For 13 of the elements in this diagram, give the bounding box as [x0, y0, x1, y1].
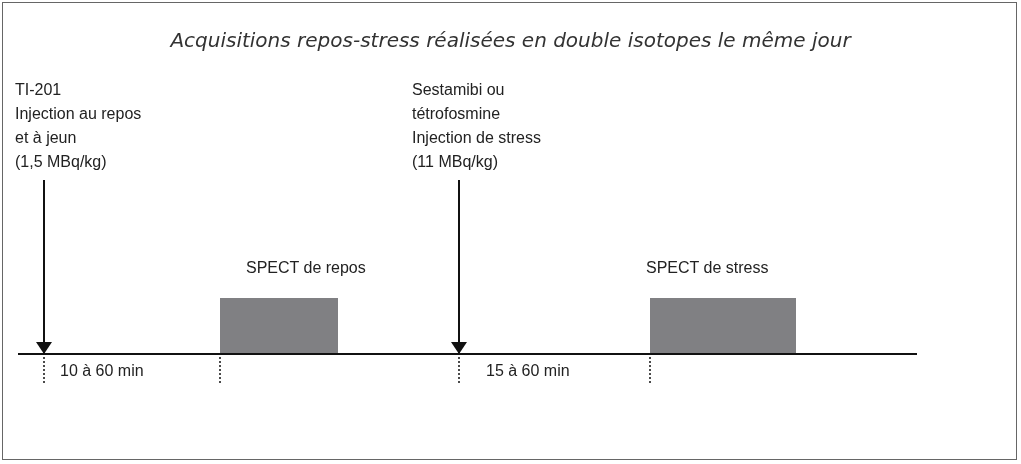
acquisition-label: SPECT de stress — [646, 258, 769, 278]
diagram-title: Acquisitions repos-stress réalisées en double isotopes le même jour — [168, 28, 853, 52]
arrow — [36, 179, 52, 354]
injection-note: (1,5 MBq/kg) — [15, 152, 108, 172]
injection-note: Sestamibi ou tétrofosmine — [412, 80, 506, 124]
injection-note: TI-201 — [15, 80, 63, 100]
duration-label: 10 à 60 min — [60, 362, 144, 380]
injection-note: (11 MBq/kg) — [412, 152, 499, 172]
acquisition-label: SPECT de repos — [246, 258, 366, 278]
duration-label: 15 à 60 min — [486, 362, 570, 380]
injection-note: Injection de stress — [412, 128, 542, 148]
arrow — [451, 179, 467, 354]
injection-note: Injection au repos et à jeun — [15, 104, 143, 148]
